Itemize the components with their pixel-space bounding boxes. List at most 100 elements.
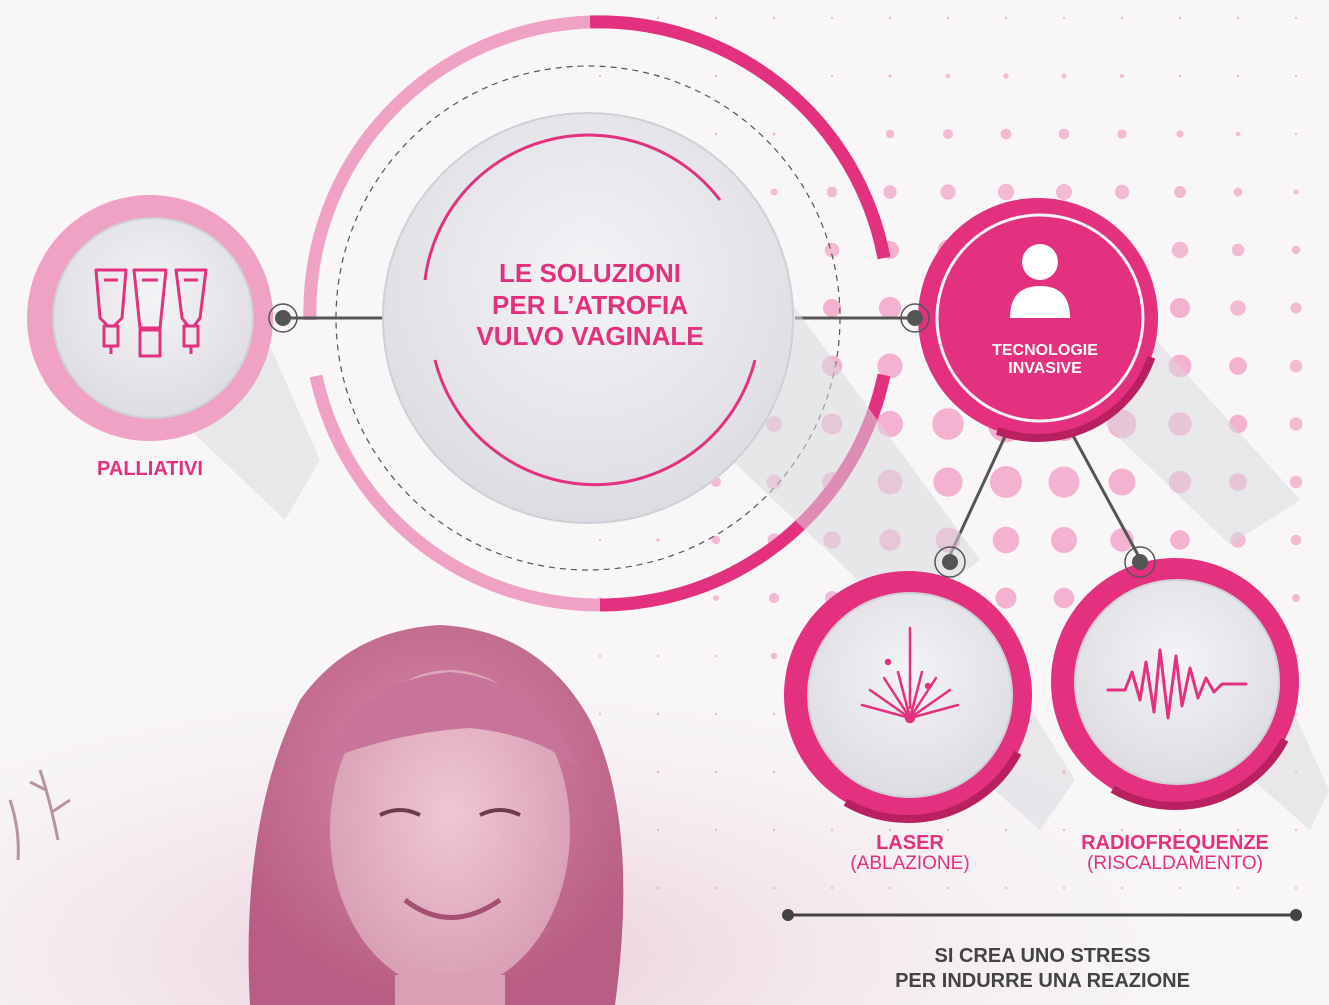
pattern-dot [830, 886, 834, 890]
laser-sublabel: (ABLAZIONE) [850, 853, 970, 874]
pattern-dot [598, 654, 602, 658]
pattern-dot [713, 595, 719, 601]
pattern-dot [1174, 186, 1186, 198]
pattern-dot [946, 828, 950, 832]
radio-sublabel: (RISCALDAMENTO) [1087, 853, 1263, 874]
pattern-dot [1236, 16, 1240, 20]
pattern-dot [943, 129, 953, 139]
pattern-dot [1294, 886, 1298, 890]
pattern-dot [830, 828, 834, 832]
pattern-dot [1294, 74, 1298, 78]
pattern-dot [1170, 298, 1190, 318]
pattern-dot [1108, 468, 1136, 496]
pattern-dot [830, 74, 834, 78]
pattern-dot [1178, 16, 1182, 20]
pattern-dot [772, 16, 776, 20]
pattern-dot [830, 16, 834, 20]
pattern-dot [714, 16, 718, 20]
palliativi-label-text: PALLIATIVI [97, 458, 203, 480]
pattern-dot [1294, 16, 1298, 20]
pattern-dot [656, 654, 660, 658]
pattern-dot [1293, 189, 1299, 195]
pattern-dot [932, 408, 964, 440]
bottom-note-line-1: SI CREA UNO STRESS [934, 945, 1151, 967]
pattern-dot [1004, 828, 1008, 832]
pattern-dot [997, 183, 1015, 201]
pattern-dot [714, 886, 718, 890]
pattern-dot [1290, 534, 1302, 546]
pattern-dot [770, 188, 778, 196]
pattern-dot [1294, 712, 1298, 716]
pattern-dot [1171, 241, 1189, 259]
pattern-dot [883, 185, 897, 199]
laser-burst-icon [860, 626, 960, 724]
pattern-dot [1290, 302, 1302, 314]
pattern-dot [1120, 886, 1124, 890]
pattern-dot [1231, 243, 1245, 257]
pattern-dot [656, 828, 660, 832]
pattern-dot [656, 16, 660, 20]
waveform-icon [1106, 648, 1248, 720]
pattern-dot [714, 770, 718, 774]
pattern-dot [946, 886, 950, 890]
pattern-dot [1062, 828, 1066, 832]
pattern-dot [1120, 828, 1124, 832]
pattern-dot [885, 129, 895, 139]
pattern-dot [995, 587, 1017, 609]
pattern-dot [1176, 130, 1184, 138]
pattern-dot [598, 712, 602, 716]
pattern-dot [1056, 184, 1072, 200]
laser-label: LASER (ABLAZIONE) [805, 832, 1015, 875]
pattern-dot [877, 353, 903, 379]
center-title-line-1: LE SOLUZIONI [499, 258, 681, 288]
pattern-dot [1062, 886, 1066, 890]
pattern-dot [1236, 828, 1240, 832]
pattern-dot [772, 886, 776, 890]
pattern-dot [945, 73, 951, 79]
pattern-dot [888, 16, 892, 20]
pattern-dot [1048, 466, 1080, 498]
pattern-dot [1058, 128, 1070, 140]
radio-node [1047, 554, 1329, 830]
laser-label-text: LASER [876, 832, 944, 854]
pattern-dot [1061, 73, 1067, 79]
pattern-dot [1233, 187, 1243, 197]
pattern-dot [714, 654, 718, 658]
pattern-dot [772, 712, 776, 716]
pattern-dot [888, 828, 892, 832]
pattern-dot [992, 526, 1020, 554]
tecnologie-node [914, 194, 1300, 545]
pattern-dot [656, 538, 660, 542]
pattern-dot [824, 242, 840, 258]
bottom-rule [782, 909, 1302, 921]
tecnologie-label-line-2: INVASIVE [1008, 360, 1082, 378]
pattern-dot [768, 592, 780, 604]
pattern-dot [1120, 16, 1124, 20]
pattern-dot [598, 538, 602, 542]
center-title-line-2: PER L’ATROFIA [492, 289, 688, 320]
pattern-dot [1178, 74, 1182, 78]
pattern-dot [714, 828, 718, 832]
pattern-dot [1289, 475, 1303, 489]
pattern-dot [1114, 184, 1130, 200]
pattern-dot [878, 296, 902, 320]
bottom-note: SI CREA UNO STRESS PER INDURRE UNA REAZI… [790, 944, 1295, 994]
pattern-dot [990, 466, 1022, 498]
pattern-dot [1235, 131, 1241, 137]
pattern-dot [1178, 886, 1182, 890]
pattern-dot [823, 299, 841, 317]
pattern-dot [940, 184, 956, 200]
radio-label-text: RADIOFREQUENZE [1081, 832, 1269, 854]
pattern-dot [770, 652, 778, 660]
pattern-dot [711, 535, 721, 545]
person-icon [1010, 244, 1070, 318]
pattern-dot [1236, 74, 1240, 78]
flower-decoration [8, 769, 71, 861]
pattern-dot [772, 132, 776, 136]
pattern-dot [1230, 300, 1246, 316]
tecnologie-label-line-1: TECNOLOGIE [992, 342, 1098, 359]
pattern-dot [656, 712, 660, 716]
pattern-dot [714, 74, 718, 78]
bottom-note-line-2: PER INDURRE UNA REAZIONE [895, 970, 1190, 992]
